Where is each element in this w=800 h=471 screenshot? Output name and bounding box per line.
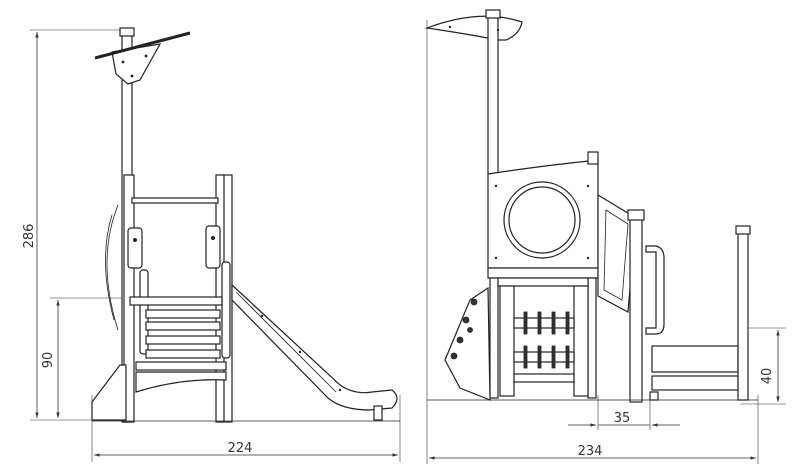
- left-elevation: 286 90 224: [22, 27, 401, 462]
- left-side-panel: [91, 364, 127, 421]
- left-steering-bar: [94, 31, 191, 60]
- left-steps: [91, 296, 227, 421]
- label-overall-height: 286: [22, 224, 37, 249]
- label-platform-height: 90: [41, 352, 56, 369]
- right-tall-pole: [424, 9, 523, 175]
- right-climbing-wall: [444, 286, 491, 401]
- dim-overall-width-left: 224: [91, 395, 401, 462]
- right-lower-step: [649, 225, 751, 401]
- label-overall-width-left: 224: [228, 441, 253, 456]
- label-step-offset: 35: [614, 411, 631, 426]
- left-flag-panel: [111, 43, 162, 85]
- dim-step-height: 40: [740, 327, 786, 405]
- left-slide: [231, 283, 398, 421]
- right-side-panel: [597, 193, 665, 403]
- label-overall-width-right: 234: [578, 444, 603, 459]
- right-flag-panel: [424, 15, 523, 41]
- left-handles: [127, 225, 231, 359]
- label-step-height: 40: [760, 368, 775, 385]
- right-ladder: [513, 311, 575, 383]
- dim-overall-width-right: 234: [426, 20, 759, 464]
- dim-overall-height-left: 286: [22, 29, 128, 421]
- right-tower-wall: [487, 151, 599, 269]
- dim-step-offset: 35: [568, 395, 680, 430]
- right-platform-frame: [487, 267, 599, 399]
- right-elevation: 234 40 35: [424, 9, 786, 464]
- right-handle: [645, 245, 665, 335]
- porthole-inner: [508, 186, 576, 254]
